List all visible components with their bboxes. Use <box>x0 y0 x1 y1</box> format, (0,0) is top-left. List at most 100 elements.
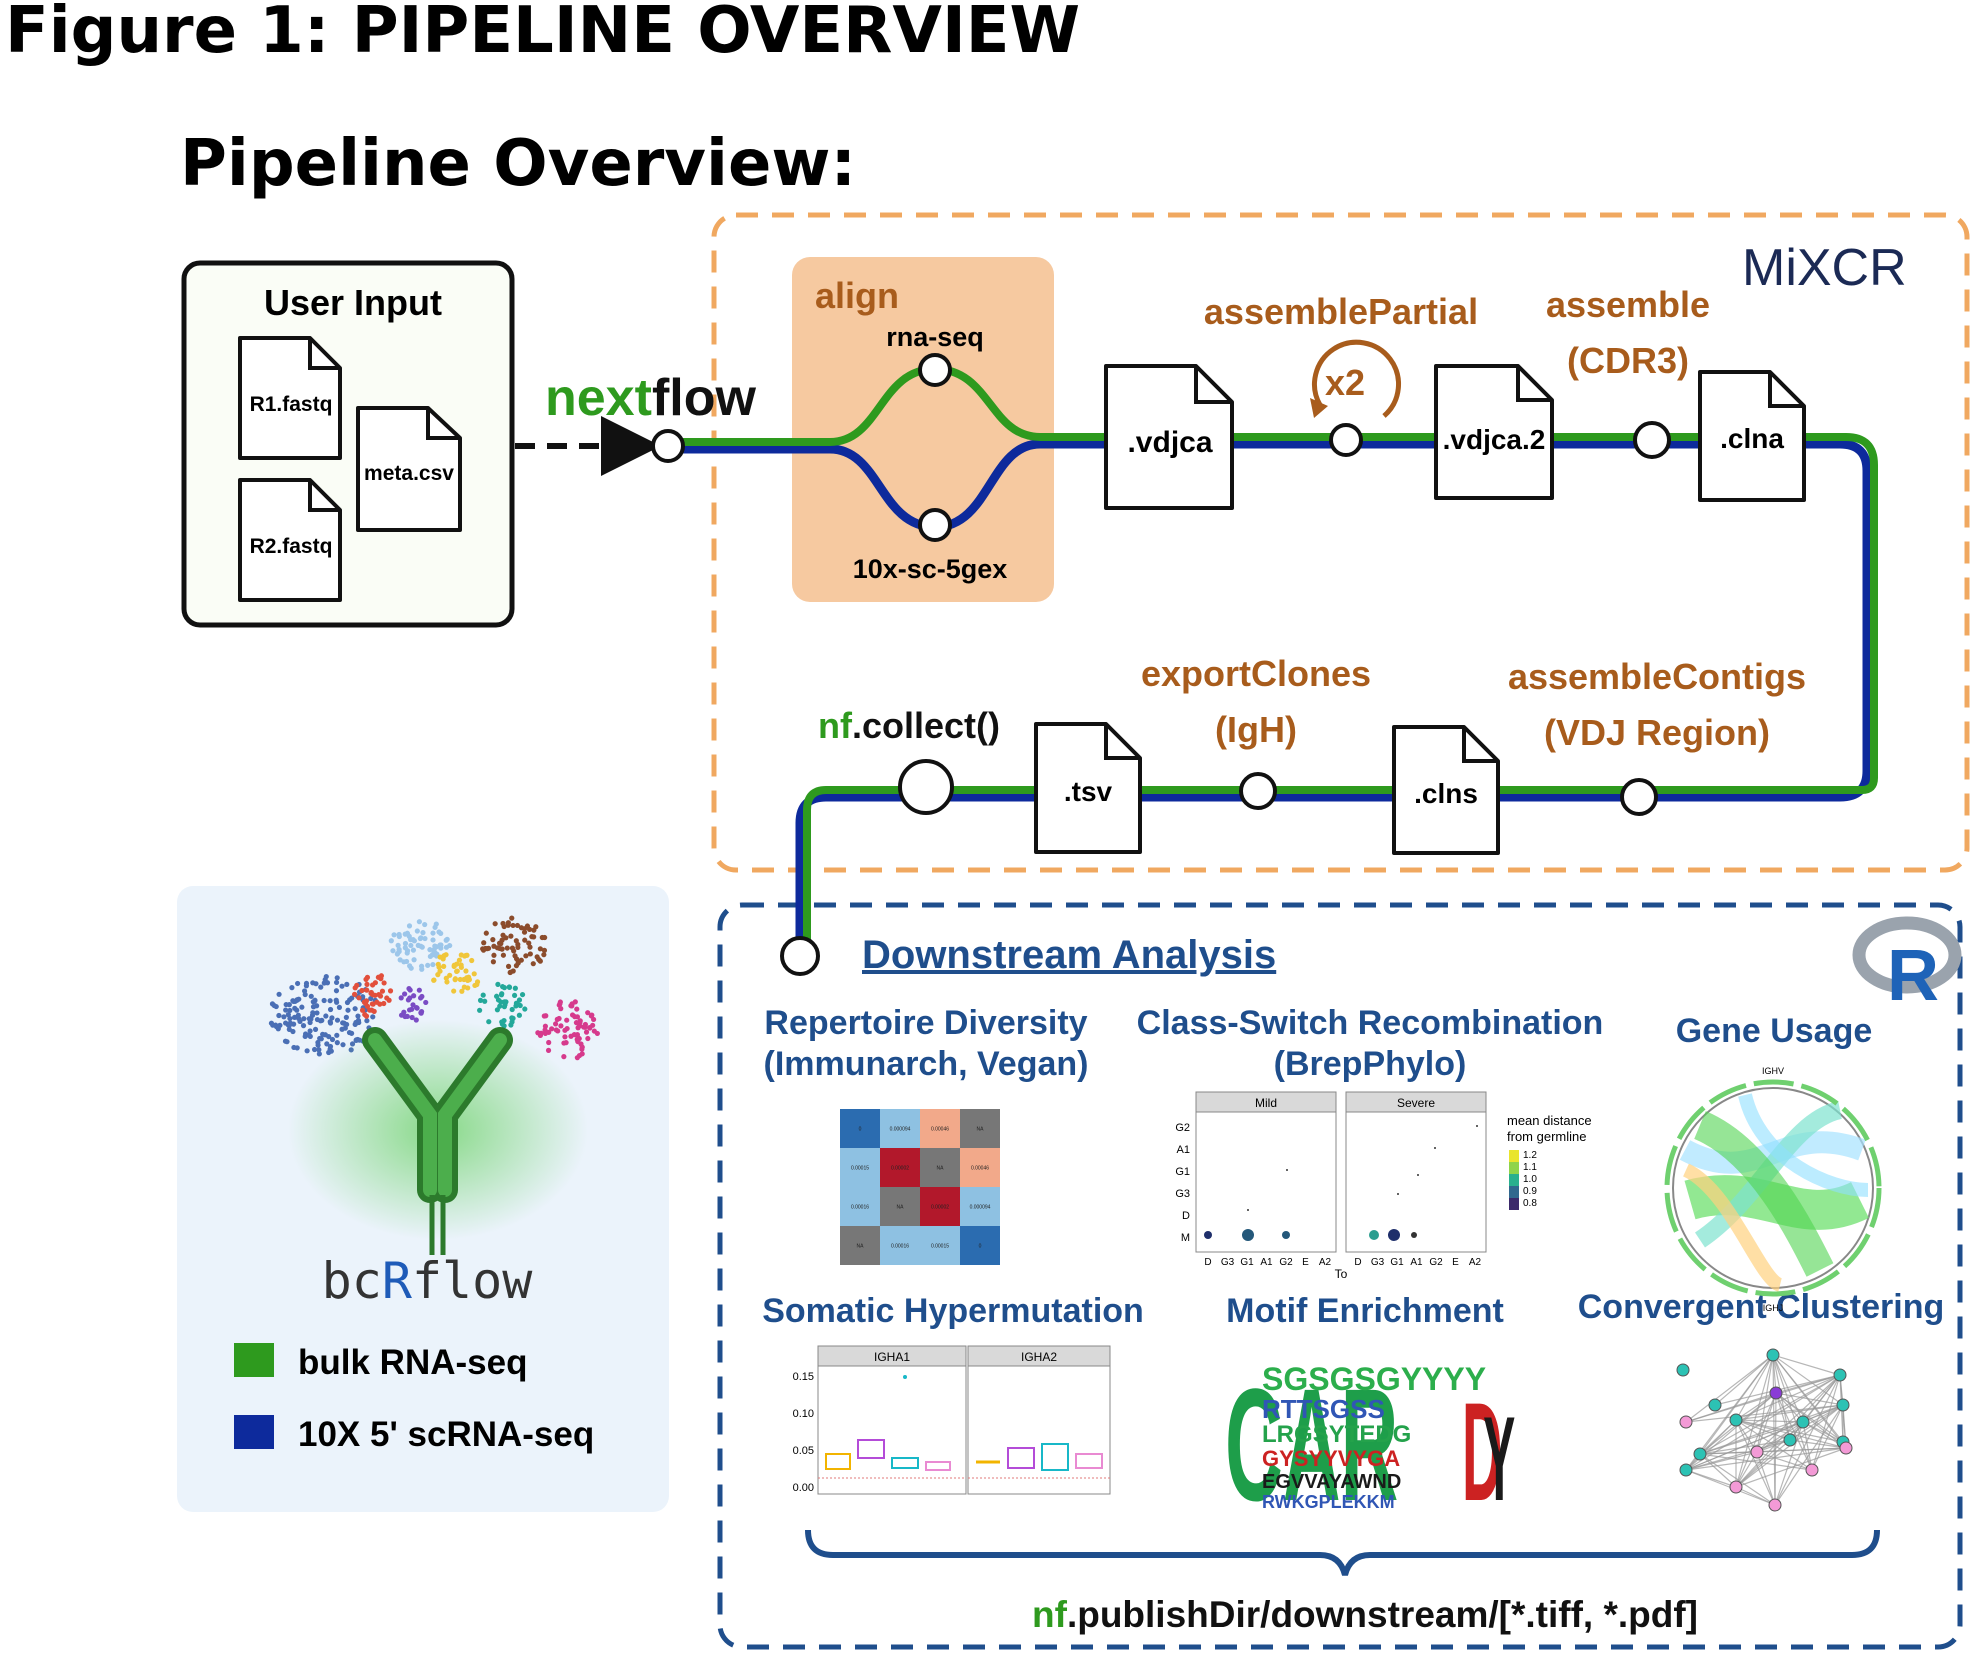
heatmap-cell-label: 0.00002 <box>891 1166 909 1172</box>
pipeline-heading: Pipeline Overview: <box>180 127 856 201</box>
heatmap-cell-label: 0.00016 <box>851 1205 869 1211</box>
csr-y-tick: A1 <box>1177 1144 1190 1156</box>
heatmap-cell-label: 0.00046 <box>971 1166 989 1172</box>
file-r1: R1.fastq <box>250 393 333 416</box>
svg-text:GYSYYVYGA: GYSYYVYGA <box>1262 1446 1400 1471</box>
file-meta: meta.csv <box>364 462 454 485</box>
node-collect <box>898 759 954 815</box>
heatmap-cell-label: 0.000094 <box>970 1205 991 1211</box>
step-assemble: assemble <box>1546 284 1710 325</box>
step-collect: nf.collect() <box>818 705 1000 746</box>
csr-x-tick: A2 <box>1319 1257 1332 1268</box>
step-export-clones-sub: (IgH) <box>1215 709 1297 750</box>
network-node <box>1836 1398 1850 1412</box>
network-node <box>1768 1498 1782 1512</box>
shm-y-tick: 0.00 <box>793 1482 814 1494</box>
network-node <box>1766 1348 1780 1362</box>
gene-usage-chord: IGHV IGHJ <box>1664 1066 1882 1313</box>
heatmap-cell <box>960 1226 1000 1265</box>
heatmap-cell-label: 0.00046 <box>931 1127 949 1133</box>
legend-label-bulk: bulk RNA-seq <box>298 1343 527 1382</box>
network-node <box>1676 1363 1690 1377</box>
step-assemble-contigs: assembleContigs <box>1508 656 1806 697</box>
network-node <box>1783 1433 1797 1447</box>
heatmap-cell <box>960 1187 1000 1226</box>
heatmap-cell-label: NA <box>897 1205 905 1211</box>
file-vdjca-label: .vdjca <box>1127 426 1212 459</box>
csr-y-tick: G3 <box>1175 1188 1190 1200</box>
file-r2: R2.fastq <box>250 535 333 558</box>
user-input-title: User Input <box>264 282 442 323</box>
csr-x-tick: G2 <box>1279 1257 1293 1268</box>
csr-x-tick: G2 <box>1429 1257 1443 1268</box>
file-tsv-label: .tsv <box>1064 776 1113 807</box>
svg-text:LRGSYTEDG: LRGSYTEDG <box>1262 1421 1411 1448</box>
shm-title: Somatic Hypermutation <box>762 1292 1144 1330</box>
antibody-icon <box>288 1020 588 1255</box>
step-assemble-sub: (CDR3) <box>1567 340 1689 381</box>
network-node <box>1833 1368 1847 1382</box>
heatmap-cell-label: NA <box>857 1244 865 1250</box>
node-assemble-contigs <box>1620 778 1658 816</box>
heatmap-cell <box>960 1148 1000 1187</box>
svg-text:Y: Y <box>1483 1392 1515 1526</box>
csr-x-tick: D <box>1354 1257 1361 1268</box>
heatmap-cell-label: 0.000094 <box>890 1127 911 1133</box>
file-vdjca2: .vdjca.2 <box>1434 364 1554 500</box>
svg-text:R: R <box>1887 936 1939 1016</box>
file-tsv: .tsv <box>1034 722 1142 854</box>
csr-legend-tick: 0.8 <box>1523 1198 1537 1209</box>
network-node <box>1805 1463 1819 1477</box>
brace <box>805 1529 1880 1576</box>
diversity-title-1: Repertoire Diversity <box>764 1004 1087 1042</box>
network-node <box>1796 1415 1810 1429</box>
csr-y-tick: M <box>1181 1232 1190 1244</box>
heatmap-cell <box>920 1187 960 1226</box>
csr-x-tick: D <box>1204 1257 1211 1268</box>
downstream-title: Downstream Analysis <box>862 933 1276 977</box>
heatmap-cell-label: NA <box>937 1166 945 1172</box>
csr-legend-tick: 1.1 <box>1523 1162 1537 1173</box>
align-rna-label: rna-seq <box>886 322 984 352</box>
shm-panel-igha2: IGHA2 <box>1021 1350 1057 1364</box>
heatmap-cell-label: 0.00016 <box>891 1244 909 1250</box>
csr-legend-tick: 0.9 <box>1523 1186 1537 1197</box>
heatmap-cell <box>960 1109 1000 1148</box>
csr-title-2: (BrepPhylo) <box>1274 1045 1467 1083</box>
file-clna-label: .clna <box>1720 423 1784 454</box>
network-node <box>1769 1386 1783 1400</box>
heatmap-cell <box>840 1148 880 1187</box>
node-10x <box>918 508 952 542</box>
file-icon-meta: meta.csv <box>356 406 462 532</box>
svg-text:D: D <box>1462 1373 1502 1531</box>
shm-y-tick: 0.15 <box>793 1371 814 1383</box>
csr-xlabel: To <box>1335 1267 1348 1281</box>
shm-y-tick: 0.10 <box>793 1408 814 1420</box>
csr-title-1: Class-Switch Recombination <box>1137 1004 1604 1042</box>
r-logo: R <box>1852 916 1962 1016</box>
csr-legend-tick: 1.0 <box>1523 1174 1537 1185</box>
heatmap-cell-label: 0 <box>859 1127 862 1133</box>
mixcr-logo: MiXCR <box>1742 239 1907 297</box>
legend-label-10x: 10X 5' scRNA-seq <box>298 1415 594 1454</box>
shm-panel-igha1: IGHA1 <box>874 1350 910 1364</box>
shm-plot: IGHA1 IGHA2 0.150.100.050.00 <box>793 1345 1111 1495</box>
mixcr-region <box>711 212 1970 873</box>
csr-x-tick: G3 <box>1221 1257 1235 1268</box>
svg-text:CAR: CAR <box>1225 1355 1398 1535</box>
loop-arrow <box>1312 339 1402 418</box>
heatmap-cell <box>880 1109 920 1148</box>
file-icon-r1: R1.fastq <box>238 336 342 460</box>
svg-text:EGVVAYAWND: EGVVAYAWND <box>1262 1471 1401 1493</box>
figure-title: Figure 1: PIPELINE OVERVIEW <box>5 0 1080 68</box>
step-export-clones: exportClones <box>1141 653 1371 694</box>
step-assemble-contigs-sub: (VDJ Region) <box>1544 712 1770 753</box>
node-rna-seq <box>918 353 952 387</box>
csr-y-tick: G2 <box>1175 1122 1190 1134</box>
csr-y-tick: G1 <box>1175 1166 1190 1178</box>
network-node <box>1679 1415 1693 1429</box>
network-node <box>1729 1480 1743 1494</box>
downstream-region <box>717 902 1963 1650</box>
clustering-network <box>1676 1348 1853 1512</box>
